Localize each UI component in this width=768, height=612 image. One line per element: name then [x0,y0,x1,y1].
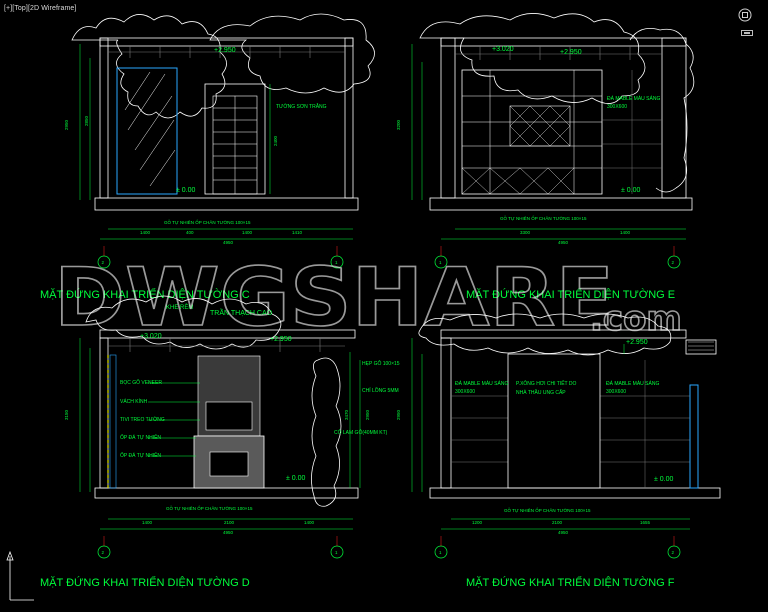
dim-c-0: 1400 [140,230,151,235]
axis-d-left: 2 [102,550,105,555]
label-left-d-1: VÁCH KÍNH [120,398,148,405]
note-marble-right-f: ĐÁ MABLE MÀU SÁNG [606,380,659,387]
dim-d-0: 1400 [142,520,153,525]
dim-c-2: 1400 [242,230,253,235]
elevation-d: TRẦN THẠCH CAO KHE RÈM +3.020 +2.950 ± 0… [40,295,400,589]
dim-e-0: 3300 [520,230,531,235]
top-note2-d: KHE RÈM [166,304,193,311]
label-left-d-3: ỐP ĐÁ TỰ NHIÊN [120,433,161,441]
note-marble-left-f: ĐÁ MABLE MÀU SÁNG [455,380,508,387]
note-baseboard-c: GỖ TỰ NHIÊN ỐP CHÂN TƯỜNG 100×15 [164,218,251,225]
note-baseboard-d: GỖ TỰ NHIÊN ỐP CHÂN TƯỜNG 100×15 [166,504,253,511]
dim-right-d-0: 3470 [344,409,349,420]
level-top2-e: +3.020 [492,46,514,53]
title-f: MẶT ĐỨNG KHAI TRIỂN DIỆN TƯỜNG F [466,576,675,589]
label-right-d-0: HẸP GỖ 100×15 [362,360,400,367]
dim-e-1: 1400 [620,230,631,235]
level-floor-c: ± 0.00 [176,187,196,194]
note-sauna2-f: NHÀ THẦU UNG CẤP [516,389,566,396]
dim-f-1: 2100 [552,520,563,525]
top-note1-d: TRẦN THẠCH CAO [210,307,273,317]
viewport-label[interactable]: [+][Top][2D Wireframe] [4,5,77,12]
title-c: MẶT ĐỨNG KHAI TRIỂN DIỆN TƯỜNG C [40,288,250,301]
level-floor-e: ± 0.00 [621,187,641,194]
note-baseboard-e: GỖ TỰ NHIÊN ỐP CHÂN TƯỜNG 100×15 [500,214,587,221]
axis-e-right: 2 [672,260,675,265]
dim-left-d: 3150 [64,409,69,420]
note-marble-size-e: 300X600 [607,104,627,110]
axis-c-right: 1 [335,260,338,265]
note-marble-left-size-f: 300X600 [455,389,475,395]
elevation-c: +2.950 ± 0.00 TƯỜNG SƠN TRẮNG GỖ TỰ NHIÊ… [40,13,375,301]
level-top2-d: +3.020 [140,333,162,340]
ucs-icon [6,550,34,601]
level-top-f: +2.950 [626,339,648,346]
label-left-d-0: BỌC GỖ VENEER [120,379,162,386]
level-floor-d: ± 0.00 [286,475,306,482]
dim-right-d-1: 2950 [365,409,370,420]
elevation-e: +3.020 +2.950 ± 0.00 ĐÁ MABLE MÀU SÁNG 3… [396,13,695,301]
dim-f-0: 1200 [472,520,483,525]
dim-inner-c-0: 2850 [84,115,89,126]
dim-total-d: 4950 [223,530,234,535]
dim-c-3: 1410 [292,230,303,235]
note-baseboard-f: GỖ TỰ NHIÊN ỐP CHÂN TƯỜNG 100×15 [504,506,591,513]
title-d: MẶT ĐỨNG KHAI TRIỂN DIỆN TƯỜNG D [40,576,250,589]
axis-c-left: 2 [102,260,105,265]
title-e: MẶT ĐỨNG KHAI TRIỂN DIỆN TƯỜNG E [466,288,675,301]
note-wall-c: TƯỜNG SƠN TRẮNG [276,102,327,110]
note-marble-e: ĐÁ MABLE MÀU SÁNG [607,95,660,102]
level-top-e: +2.950 [560,49,582,56]
dim-inner-c-1: 2400 [273,135,278,146]
watermark-suffix: .com [590,299,682,339]
axis-f-left: 1 [439,550,442,555]
watermark-text: DWGSHARE [54,251,614,344]
dim-left-e: 3200 [396,119,401,130]
note-marble-right-size-f: 300X600 [606,389,626,395]
dim-f-2: 1655 [640,520,651,525]
note-sauna-f: P.XÔNG HƠI CHI TIẾT DO [516,380,577,387]
level-floor-f: ± 0.00 [654,476,674,483]
dim-c-1: 400 [186,230,194,235]
viewcube-icon[interactable] [738,8,752,22]
axis-e-left: 1 [439,260,442,265]
label-right-d-1: CHỈ LỒNG 5MM [362,387,399,394]
level-top-d: +2.950 [270,336,292,343]
dim-left-f: 2950 [396,409,401,420]
dim-d-1: 2100 [224,520,235,525]
dim-total-c: 4950 [223,240,234,245]
navigation-bar-icon[interactable] [741,30,753,36]
elevation-f: +2.950 ± 0.00 ĐÁ MABLE MÀU SÁNG 300X600 … [396,313,721,589]
level-top-c: +2.950 [214,47,236,54]
dim-total-f: 4950 [558,530,569,535]
axis-f-right: 2 [672,550,675,555]
label-left-d-4: ỐP ĐÁ TỰ NHIÊN [120,451,161,459]
axis-d-right: 1 [335,550,338,555]
dim-d-2: 1400 [304,520,315,525]
dim-total-e: 4950 [558,240,569,245]
label-left-d-2: TIVI TREO TƯỜNG [120,416,165,423]
dim-left-c: 2950 [64,119,69,130]
label-right-d-2: CÔ LAM GỖ(40MM KT) [334,429,388,436]
